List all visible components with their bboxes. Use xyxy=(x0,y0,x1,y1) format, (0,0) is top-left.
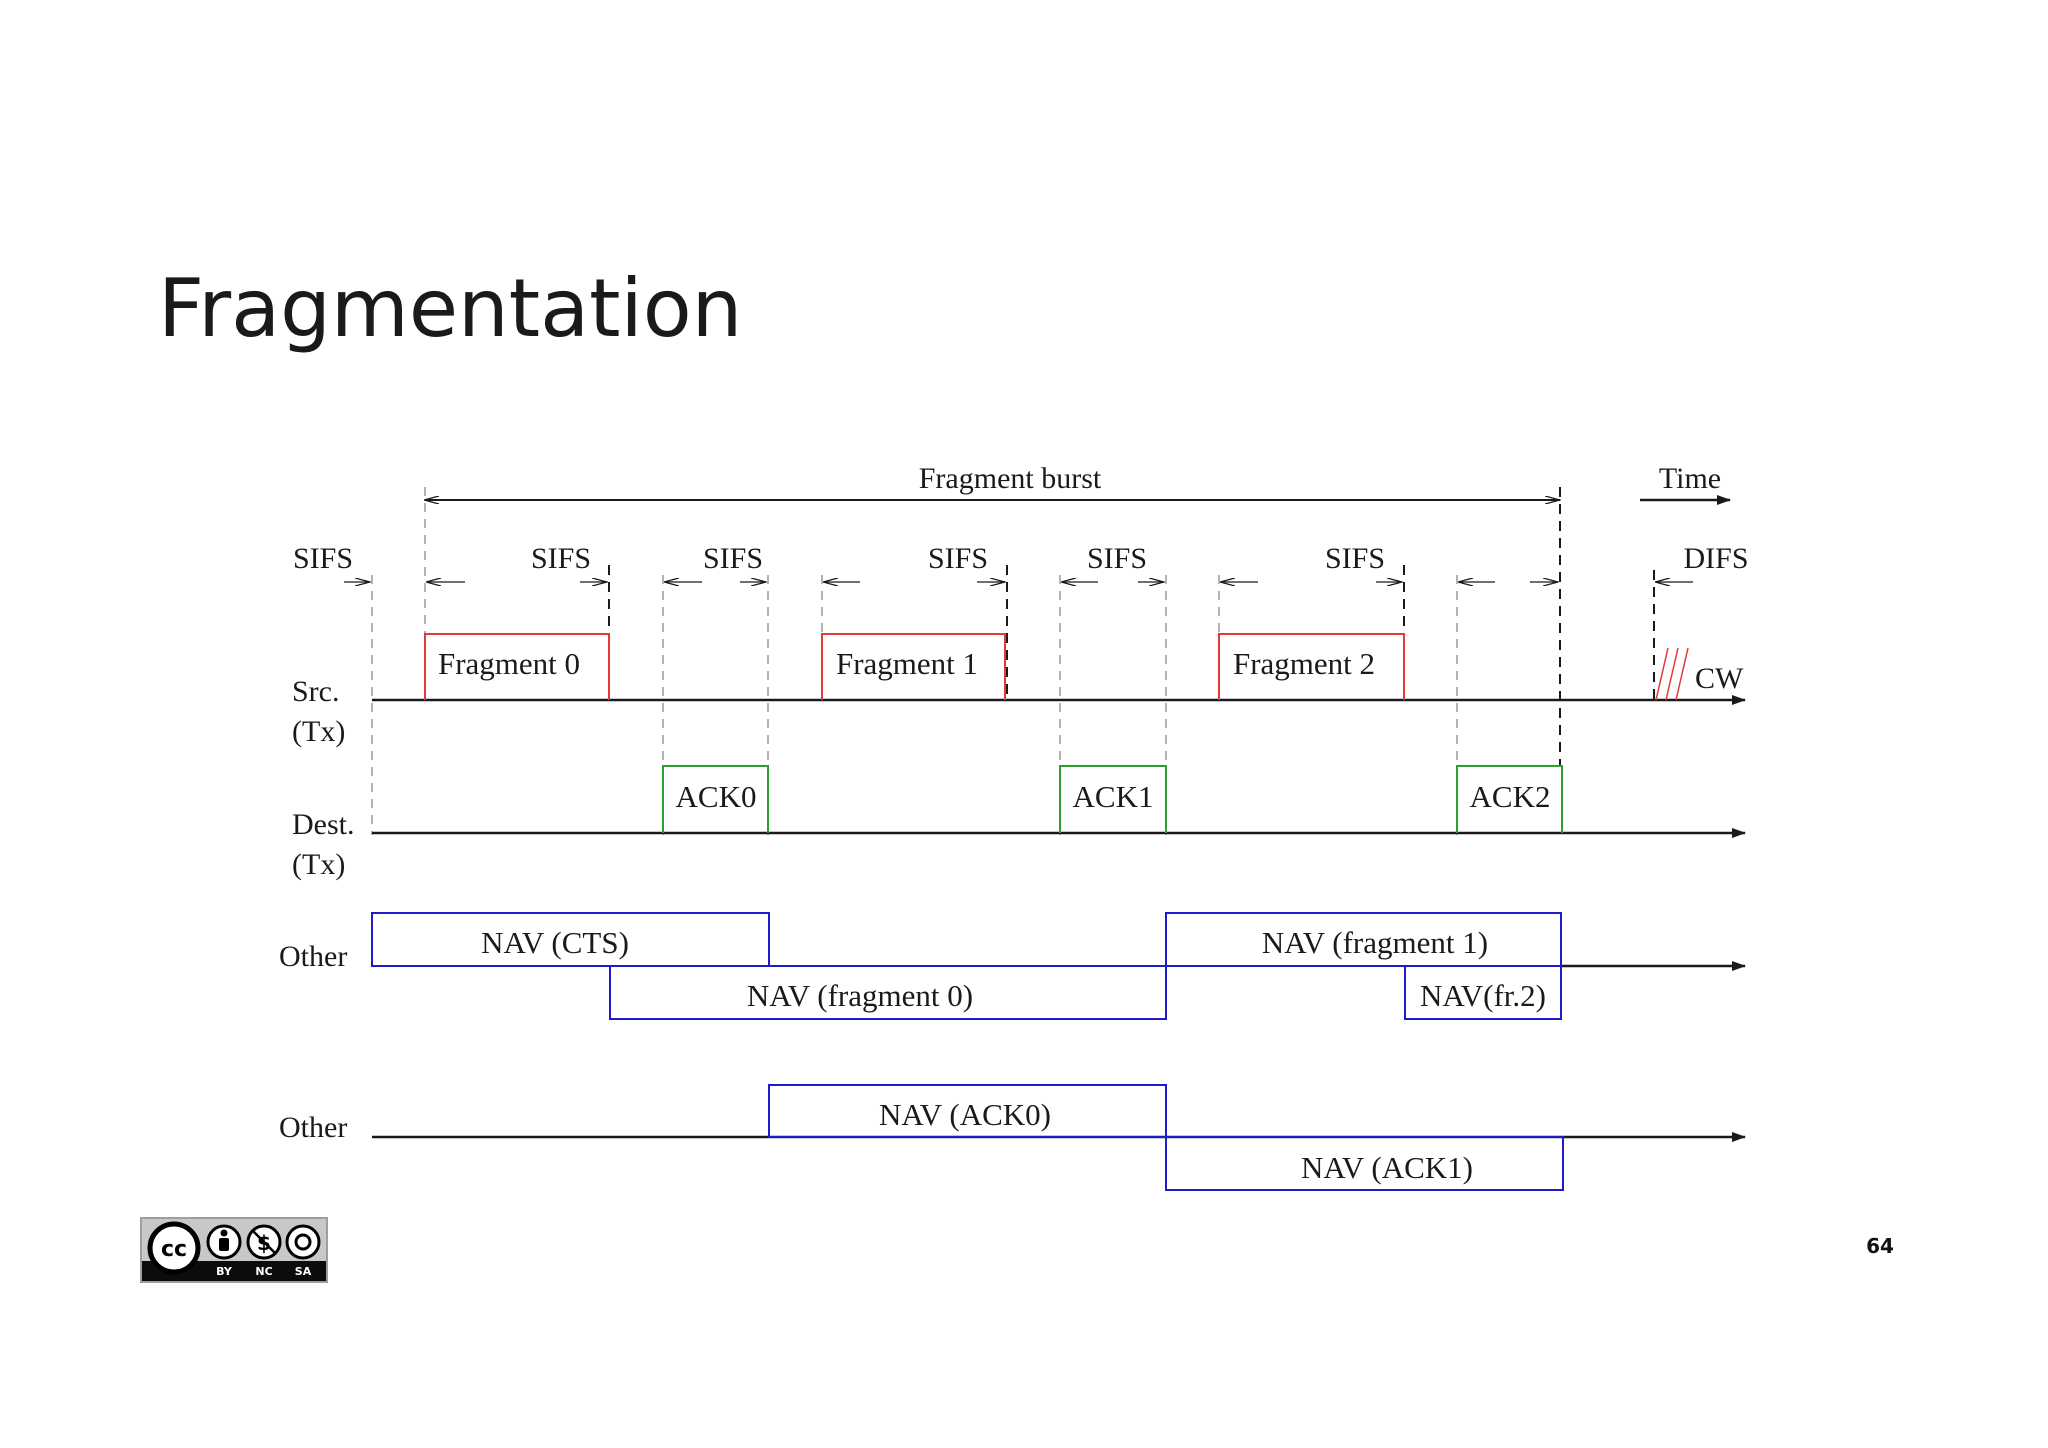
cw-label: CW xyxy=(1695,662,1744,695)
nav-fragment-2-label: NAV(fr.2) xyxy=(1420,978,1546,1013)
time-label: Time xyxy=(1659,462,1721,495)
source-timeline: Fragment 0 Fragment 1 Fragment 2 CW xyxy=(372,633,1746,705)
src-tx-label: (Tx) xyxy=(292,715,345,748)
ack-2-label: ACK2 xyxy=(1470,779,1551,814)
sifs-label-3: SIFS xyxy=(928,542,988,575)
fragment-burst-span: Fragment burst xyxy=(425,462,1560,500)
nav-fragment-2-box: NAV(fr.2) xyxy=(1404,965,1562,1020)
nav-cts-label: NAV (CTS) xyxy=(481,925,629,960)
interframe-space-labels: SIFS SIFS SIFS SIFS SIFS SIFS DIFS xyxy=(293,542,1749,575)
nav-ack-0-box: NAV (ACK0) xyxy=(768,1084,1167,1138)
nav-cts-box: NAV (CTS) xyxy=(371,912,770,967)
sifs-label-5: SIFS xyxy=(1325,542,1385,575)
time-axis-indicator: Time xyxy=(1640,462,1731,505)
page-number: 64 xyxy=(1866,1234,1894,1258)
row-labels: Src. (Tx) Dest. (Tx) Other Other xyxy=(279,675,355,1144)
ack-0-box: ACK0 xyxy=(662,765,769,833)
sifs-label-4: SIFS xyxy=(1087,542,1147,575)
slide-title: Fragmentation xyxy=(158,262,743,355)
badge-by: BY xyxy=(216,1265,233,1278)
contention-window-marks xyxy=(1655,647,1689,701)
timing-guide-lines-dark xyxy=(608,487,1655,765)
sifs-label-0: SIFS xyxy=(293,542,353,575)
svg-text:cc: cc xyxy=(161,1237,187,1262)
other-label-2: Other xyxy=(279,1111,347,1144)
cc-icon xyxy=(147,1221,201,1275)
difs-label: DIFS xyxy=(1683,542,1748,575)
dest-label: Dest. xyxy=(292,808,355,841)
fragment-0-box: Fragment 0 xyxy=(424,633,610,700)
ack-1-box: ACK1 xyxy=(1059,765,1167,833)
fragment-0-label: Fragment 0 xyxy=(438,646,580,681)
fragment-2-label: Fragment 2 xyxy=(1233,646,1375,681)
other-station-2-nav-timeline: NAV (ACK0) NAV (ACK1) xyxy=(372,1084,1746,1191)
fragment-2-box: Fragment 2 xyxy=(1218,633,1405,700)
ack-2-box: ACK2 xyxy=(1456,765,1563,833)
nav-ack-0-label: NAV (ACK0) xyxy=(879,1097,1051,1132)
nav-ack-1-box: NAV (ACK1) xyxy=(1165,1136,1564,1191)
fragment-1-box: Fragment 1 xyxy=(821,633,1006,700)
nav-fragment-1-label: NAV (fragment 1) xyxy=(1262,925,1488,960)
other-station-1-nav-timeline: NAV (CTS) NAV (fragment 0) NAV (fragment… xyxy=(371,912,1746,1020)
nav-ack-1-label: NAV (ACK1) xyxy=(1301,1150,1473,1185)
badge-sa: SA xyxy=(295,1265,312,1278)
badge-nc: NC xyxy=(255,1265,272,1278)
destination-timeline: ACK0 ACK1 ACK2 xyxy=(372,765,1746,838)
nav-fragment-0-label: NAV (fragment 0) xyxy=(747,978,973,1013)
nav-fragment-1-box: NAV (fragment 1) xyxy=(1165,912,1562,967)
ack-0-label: ACK0 xyxy=(676,779,757,814)
ack-1-label: ACK1 xyxy=(1073,779,1154,814)
fragment-burst-label: Fragment burst xyxy=(919,462,1102,495)
fragment-1-label: Fragment 1 xyxy=(836,646,978,681)
sifs-label-2: SIFS xyxy=(703,542,763,575)
sifs-label-1: SIFS xyxy=(531,542,591,575)
src-label: Src. xyxy=(292,675,340,708)
other-label-1: Other xyxy=(279,940,347,973)
nav-fragment-0-box: NAV (fragment 0) xyxy=(609,965,1167,1020)
dest-tx-label: (Tx) xyxy=(292,848,345,881)
cc-license-badge: cc $ BY NC SA xyxy=(140,1217,328,1283)
sa-sharealike-icon xyxy=(285,1224,321,1260)
